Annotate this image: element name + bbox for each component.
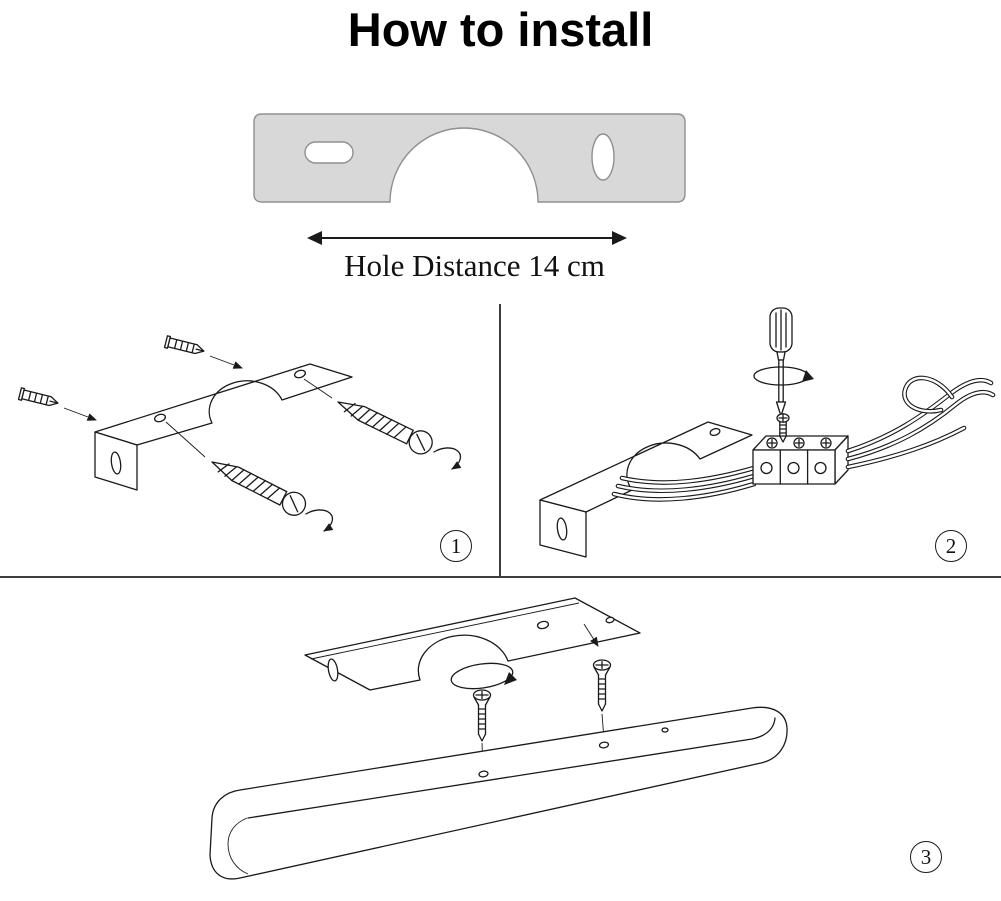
divider-horizontal bbox=[0, 576, 1001, 578]
arrowhead-left-icon bbox=[307, 231, 322, 245]
lamp-detail-hole bbox=[661, 727, 669, 733]
lamp-body bbox=[209, 706, 788, 880]
divider-vertical bbox=[499, 304, 501, 577]
step-number: 2 bbox=[945, 533, 957, 558]
step-number: 3 bbox=[920, 844, 932, 869]
step-number-badge-2: 2 bbox=[935, 530, 967, 562]
step-number: 1 bbox=[450, 533, 462, 558]
bracket-hole bbox=[153, 413, 167, 423]
wall-anchor-icon bbox=[163, 335, 243, 369]
screw-icon-small bbox=[776, 413, 790, 443]
bracket-hole bbox=[605, 616, 615, 624]
step1-drawing bbox=[17, 335, 462, 532]
bracket-hole bbox=[536, 620, 550, 630]
wood-screw-icon bbox=[332, 391, 462, 470]
mounting-plate-diagram bbox=[253, 113, 686, 203]
rotation-arrow-icon bbox=[450, 662, 517, 690]
page-title: How to install bbox=[347, 3, 654, 56]
mounting-bracket-step2 bbox=[539, 421, 753, 558]
bracket-slot-hole bbox=[110, 451, 122, 475]
bracket-hole bbox=[709, 427, 721, 437]
pointer-arrow-icon bbox=[583, 623, 599, 647]
terminal-screw-icon bbox=[793, 437, 805, 449]
wires bbox=[611, 465, 757, 502]
rotation-arrow-icon bbox=[433, 447, 462, 470]
wires bbox=[845, 375, 996, 470]
hole-distance-label: Hole Distance 14 cm bbox=[344, 248, 605, 283]
plate-slot-hole bbox=[304, 141, 354, 164]
screwdriver-icon bbox=[769, 307, 793, 417]
bracket-slot-hole bbox=[327, 658, 339, 682]
step3-drawing bbox=[209, 597, 788, 880]
terminal-screw-icon bbox=[820, 437, 832, 449]
distance-arrow bbox=[307, 231, 627, 245]
lamp-screw-hole bbox=[478, 770, 489, 778]
alignment-guide-line bbox=[303, 378, 333, 399]
wall-anchor-icon bbox=[17, 387, 97, 421]
machine-screw-icon bbox=[592, 659, 612, 740]
bracket-hole bbox=[293, 369, 307, 379]
plate-round-hole bbox=[591, 133, 615, 181]
terminal-block bbox=[752, 435, 849, 485]
rotation-arrow-icon bbox=[305, 509, 334, 532]
rotation-arrow-icon bbox=[753, 366, 814, 386]
mounting-plate bbox=[253, 113, 686, 203]
alignment-guide-line bbox=[165, 421, 206, 458]
terminal-screw-icon bbox=[766, 437, 778, 449]
mounting-bracket-step1 bbox=[94, 363, 353, 491]
lamp-screw-hole bbox=[598, 741, 610, 749]
wood-screw-icon bbox=[206, 451, 334, 532]
arrowhead-right-icon bbox=[612, 231, 627, 245]
step2-drawing bbox=[539, 307, 996, 558]
step-number-badge-1: 1 bbox=[440, 530, 472, 562]
bracket-slot-hole bbox=[556, 517, 568, 541]
step-number-badge-3: 3 bbox=[910, 841, 942, 873]
mounting-bracket-step3 bbox=[304, 597, 641, 691]
